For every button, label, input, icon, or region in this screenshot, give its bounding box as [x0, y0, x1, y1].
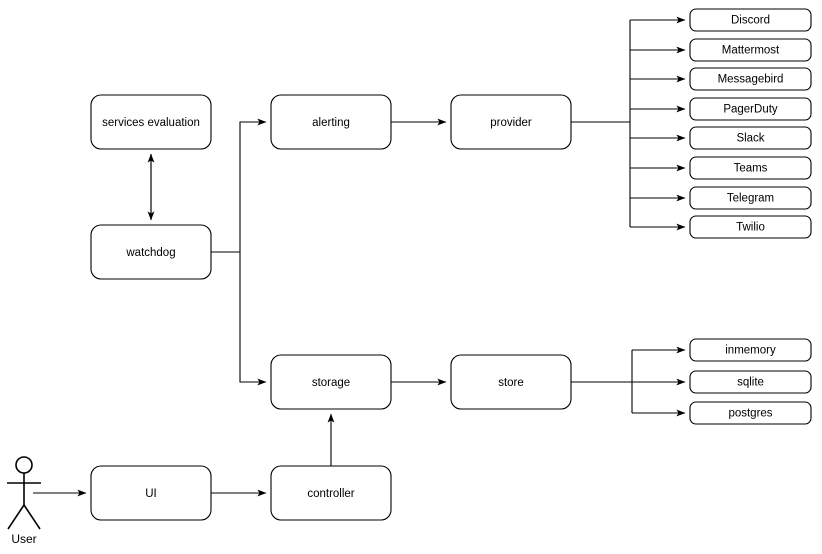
provider-item-mattermost-label: Mattermost	[722, 45, 780, 57]
store-item-inmemory[interactable]: inmemory	[689, 338, 812, 362]
edge-layer	[33, 20, 633, 497]
provider-item-messagebird[interactable]: Messagebird	[689, 67, 812, 91]
provider-item-twilio-box	[689, 215, 812, 239]
provider-item-slack[interactable]: Slack	[689, 126, 812, 150]
provider-item-messagebird-label: Messagebird	[718, 74, 784, 86]
provider-fan-branches	[630, 16, 686, 231]
provider-item-discord-box	[689, 8, 812, 32]
provider-leaf-layer: Discord Mattermost Messagebird PagerDuty…	[689, 8, 812, 239]
store-item-inmemory-label: inmemory	[725, 345, 776, 357]
provider-item-twilio-label: Twilio	[736, 222, 765, 234]
provider-item-slack-label: Slack	[736, 133, 764, 145]
node-storage[interactable]: storage	[270, 354, 392, 410]
node-provider[interactable]: provider	[450, 94, 572, 150]
provider-item-telegram-box	[689, 186, 812, 210]
user-actor-label: User	[11, 532, 36, 546]
node-watchdog-label: watchdog	[125, 247, 175, 259]
provider-item-telegram[interactable]: Telegram	[689, 186, 812, 210]
provider-item-twilio[interactable]: Twilio	[689, 215, 812, 239]
provider-item-mattermost[interactable]: Mattermost	[689, 38, 812, 62]
provider-item-teams-label: Teams	[734, 163, 768, 175]
store-item-sqlite-label: sqlite	[737, 377, 764, 389]
node-ui[interactable]: UI	[90, 465, 212, 521]
node-watchdog-box	[90, 224, 212, 280]
provider-item-messagebird-box	[689, 67, 812, 91]
provider-item-slack-box	[689, 126, 812, 150]
provider-item-discord[interactable]: Discord	[689, 8, 812, 32]
store-item-postgres-box	[689, 401, 812, 425]
provider-item-mattermost-box	[689, 38, 812, 62]
node-ui-label: UI	[145, 488, 157, 500]
provider-item-telegram-label: Telegram	[727, 193, 774, 205]
node-controller-label: controller	[307, 488, 354, 500]
node-services-evaluation-label: services evaluation	[102, 117, 200, 129]
actor-head-icon	[15, 456, 33, 474]
node-store-label: store	[498, 377, 524, 389]
node-alerting-box	[270, 94, 392, 150]
provider-item-teams[interactable]: Teams	[689, 156, 812, 180]
node-ui-box	[90, 465, 212, 521]
node-store[interactable]: store	[450, 354, 572, 410]
node-storage-label: storage	[312, 377, 350, 389]
provider-item-pagerduty[interactable]: PagerDuty	[689, 97, 812, 121]
node-services-evaluation[interactable]: services evaluation	[90, 94, 212, 150]
store-fan-branches	[632, 346, 686, 417]
store-item-postgres[interactable]: postgres	[689, 401, 812, 425]
node-watchdog[interactable]: watchdog	[90, 224, 212, 280]
node-layer: services evaluation watchdog alerting pr…	[90, 94, 572, 521]
node-controller-box	[270, 465, 392, 521]
provider-item-teams-box	[689, 156, 812, 180]
store-item-inmemory-box	[689, 338, 812, 362]
node-services-evaluation-box	[90, 94, 212, 150]
edge-watchdog-storage	[239, 252, 267, 386]
store-item-sqlite-box	[689, 370, 812, 394]
store-item-postgres-label: postgres	[728, 408, 772, 420]
node-provider-box	[450, 94, 572, 150]
node-provider-label: provider	[490, 117, 532, 129]
actor-leg-left	[7, 504, 25, 530]
edge-watchdog-alerting	[239, 118, 267, 252]
user-actor[interactable]: User	[7, 456, 41, 546]
provider-item-discord-label: Discord	[731, 15, 770, 27]
store-leaf-layer: inmemory sqlite postgres	[689, 338, 812, 425]
node-store-box	[450, 354, 572, 410]
store-item-sqlite[interactable]: sqlite	[689, 370, 812, 394]
node-alerting[interactable]: alerting	[270, 94, 392, 150]
node-alerting-label: alerting	[312, 117, 350, 129]
provider-item-pagerduty-box	[689, 97, 812, 121]
node-storage-box	[270, 354, 392, 410]
provider-item-pagerduty-label: PagerDuty	[723, 104, 778, 116]
node-controller[interactable]: controller	[270, 465, 392, 521]
actor-leg-right	[23, 504, 41, 530]
